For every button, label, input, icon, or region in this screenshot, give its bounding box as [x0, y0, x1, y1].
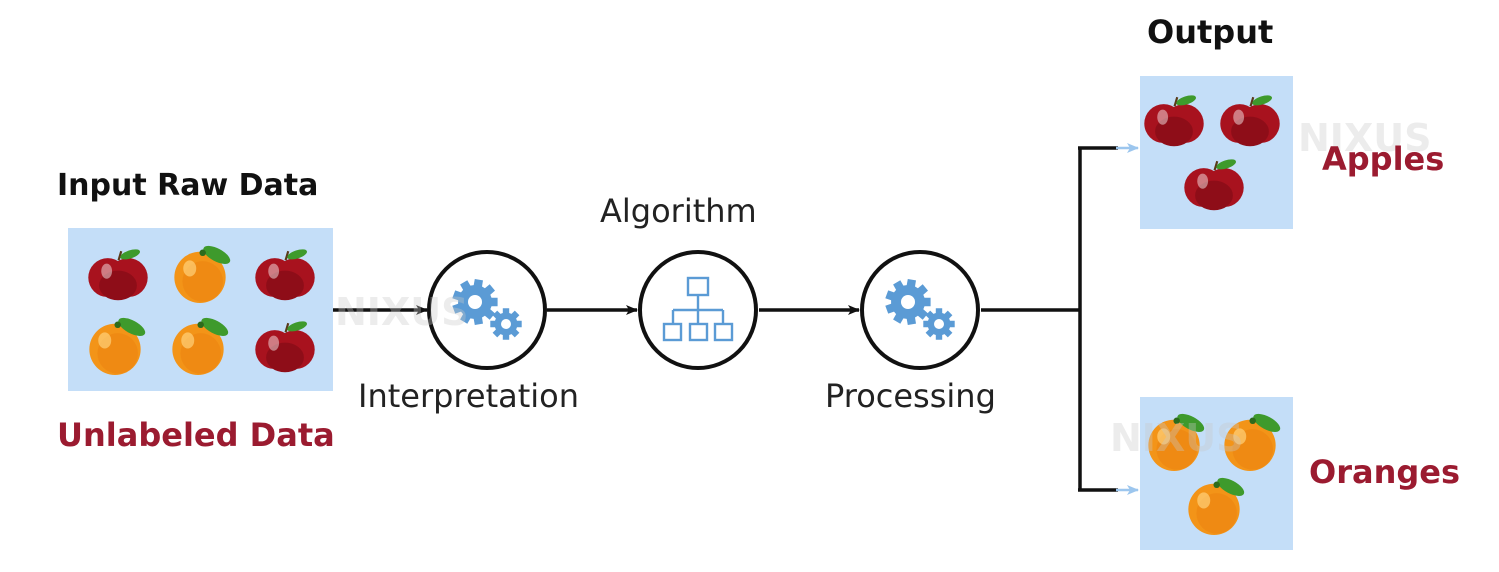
- oranges-fruit-group: [1148, 413, 1281, 535]
- orange-icon: [172, 317, 229, 375]
- orange-icon: [89, 317, 146, 375]
- apple-icon: [1184, 159, 1244, 211]
- algorithm-label: Algorithm: [600, 192, 757, 230]
- apple-icon: [88, 249, 148, 301]
- processing-label: Processing: [825, 377, 996, 415]
- gears-icon: [452, 279, 522, 340]
- apple-icon: [255, 321, 315, 373]
- apples-fruit-group: [1144, 95, 1280, 211]
- interpretation-label: Interpretation: [358, 377, 580, 415]
- apple-icon: [1144, 95, 1204, 147]
- orange-icon: [1188, 477, 1245, 535]
- input-subtitle: Unlabeled Data: [57, 416, 335, 454]
- gears-icon: [885, 279, 955, 340]
- output-oranges-label: Oranges: [1309, 453, 1461, 491]
- apple-icon: [255, 249, 315, 301]
- watermark-text: NIXUS: [335, 290, 468, 334]
- orange-icon: [1148, 413, 1205, 471]
- input-title: Input Raw Data: [57, 168, 319, 203]
- apple-icon: [1220, 95, 1280, 147]
- flowchart-icon: [662, 276, 734, 342]
- watermark-text: NIXUS: [1298, 116, 1431, 160]
- input-fruit-grid: [88, 245, 315, 375]
- orange-icon: [1224, 413, 1281, 471]
- watermark-text: NIXUS: [1110, 416, 1243, 460]
- orange-icon: [174, 245, 231, 303]
- output-title: Output: [1147, 13, 1274, 51]
- output-apples-label: Apples: [1322, 140, 1445, 178]
